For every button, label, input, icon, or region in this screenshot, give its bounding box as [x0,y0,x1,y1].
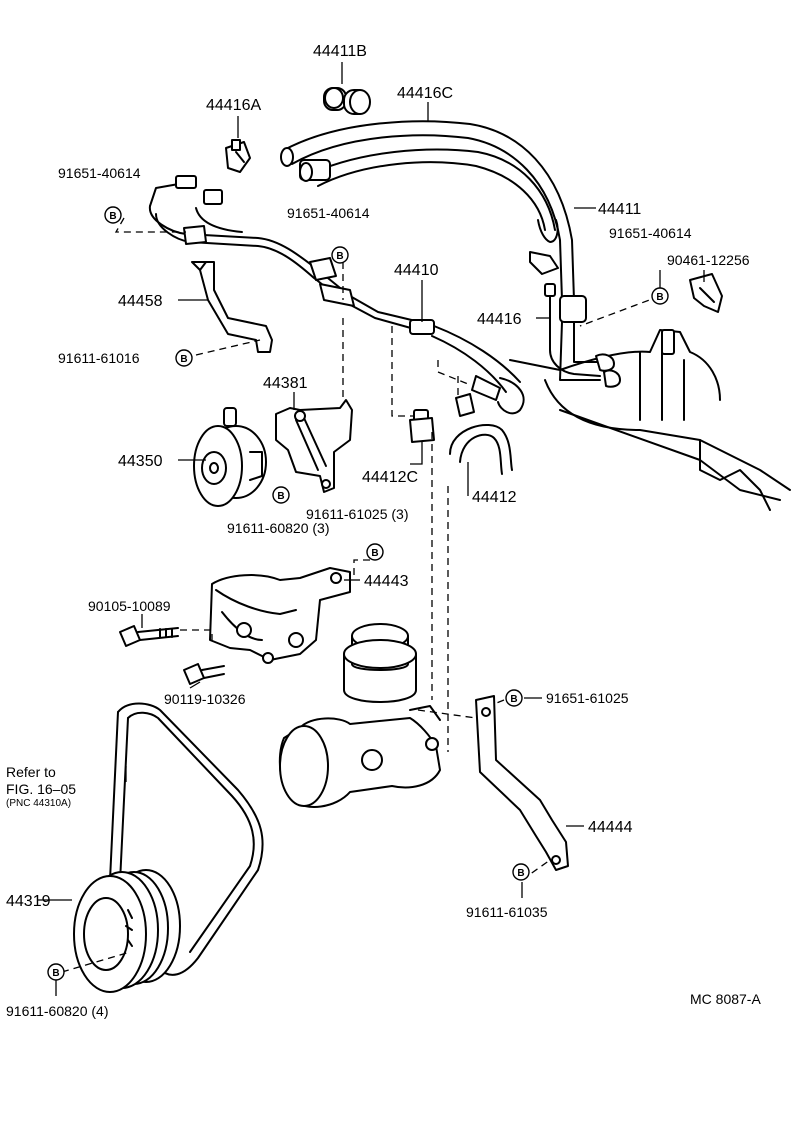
label-91651-40614-b: 91651-40614 [287,205,370,221]
label-44443: 44443 [364,573,409,590]
refer-note-line3: (PNC 44310A) [6,798,71,809]
diagram-code: MC 8087-A [690,991,761,1007]
crank-pulley-44319 [73,869,181,993]
b-marker-91651-61025: B [505,689,523,707]
part-labels: 44411B 44416A 44416C 91651-40614 44411 9… [6,43,750,1019]
svg-text:B: B [277,491,284,502]
svg-text:B: B [336,251,343,262]
hose-44412 [449,393,513,475]
label-44416c: 44416C [397,85,453,102]
clamp-44416 [529,251,601,377]
label-44416a: 44416A [206,97,261,114]
label-44458: 44458 [118,293,163,310]
steering-gear [509,329,791,511]
label-91651-40614-c: 91651-40614 [609,225,692,241]
bracket-90461-12256 [689,273,723,313]
label-44411: 44411 [598,201,641,218]
b-marker-91651-40614-b: B [331,246,349,264]
bracket-44381 [275,399,353,493]
label-91651-61025: 91651-61025 [546,690,629,706]
bolt-90105-10089 [119,625,179,647]
pump-reservoir [278,623,441,808]
bolt-90119-10326 [183,663,225,685]
label-44319: 44319 [6,893,51,910]
label-44381: 44381 [263,375,308,392]
label-91611-60820-3: 91611-60820 (3) [227,520,329,536]
hoses-44416c-44411 [280,120,607,381]
label-44412c: 44412C [362,469,418,486]
clip-44412c [409,409,435,443]
label-44444: 44444 [588,819,633,836]
svg-text:B: B [656,292,663,303]
pump-pulley-44350 [193,407,267,507]
label-91611-61016: 91611-61016 [58,350,140,366]
bracket-44458 [191,261,273,353]
label-44350: 44350 [118,453,163,470]
refer-note-line1: Refer to [6,764,56,780]
label-91611-61025-3: 91611-61025 (3) [306,506,408,522]
clamp-44411b [323,87,371,115]
reference-lines [61,217,661,973]
label-44416: 44416 [477,311,522,328]
label-91611-61035: 91611-61035 [466,904,548,920]
b-marker-91651-40614-c: B [651,287,669,305]
refer-note: Refer to FIG. 16–05 (PNC 44310A) [6,764,76,809]
b-marker-91611-60820-3: B [272,486,290,504]
svg-text:B: B [371,548,378,559]
svg-text:B: B [109,211,116,222]
label-90461-12256: 90461-12256 [667,252,750,268]
svg-text:B: B [52,968,59,979]
label-91611-60820-4: 91611-60820 (4) [6,1003,108,1019]
label-44410: 44410 [394,262,439,279]
svg-text:B: B [517,868,524,879]
v-belt [109,702,264,976]
clip-44416a [225,139,251,173]
tube-44410 [148,175,525,415]
svg-text:B: B [180,354,187,365]
svg-text:B: B [510,694,517,705]
label-91651-40614-a: 91651-40614 [58,165,141,181]
bracket-44443 [209,567,351,664]
label-90105-10089: 90105-10089 [88,598,171,614]
label-44412: 44412 [472,489,517,506]
stay-44444 [475,695,569,871]
b-marker-91651-40614-a: B [104,206,122,224]
leader-lines [38,62,705,996]
b-marker-91611-60820-4: B [47,963,65,981]
b-marker-91611-61035: B [512,863,530,881]
label-90119-10326: 90119-10326 [164,691,246,707]
b-marker-91611-61016: B [175,349,193,367]
label-44411b: 44411B [313,43,367,60]
refer-note-line2: FIG. 16–05 [6,781,76,797]
b-marker-91611-61025-3: B [366,543,384,561]
